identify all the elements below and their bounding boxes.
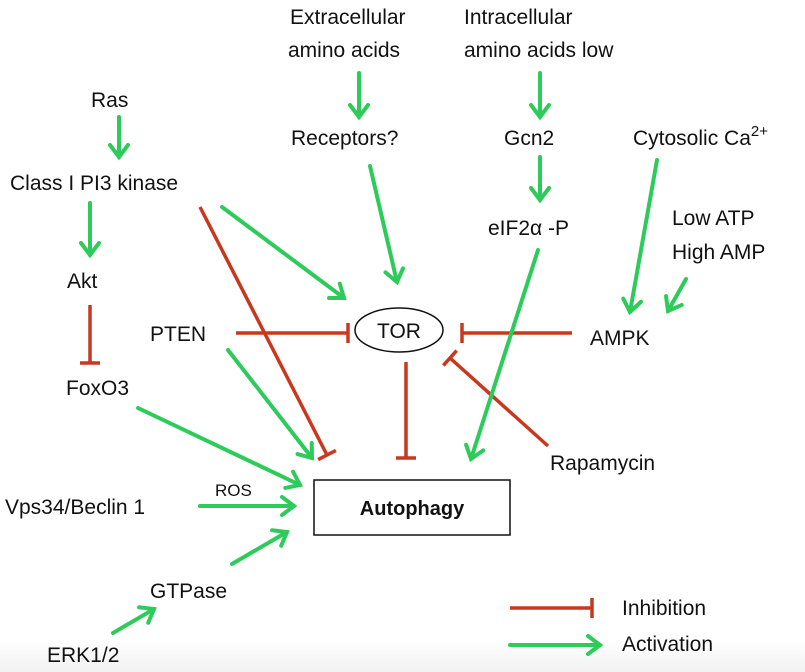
edge-pi3k-tor <box>220 205 347 301</box>
edge-vps34-autophagy-arrowhead <box>280 495 298 517</box>
edges-layer <box>79 71 688 656</box>
edge-rapamycin-tor <box>442 349 550 448</box>
node-cytosolic-ca-text: Cytosolic Ca <box>633 127 751 150</box>
edge-ca-ampk <box>621 158 659 316</box>
node-autophagy: Autophagy <box>360 498 465 520</box>
node-intracellular-line1: Intracellular <box>464 6 573 29</box>
edge-erk-gtpase-line <box>111 607 156 635</box>
node-intracellular-line2: amino acids low <box>464 39 614 62</box>
edge-receptors-tor-line <box>368 164 399 284</box>
edge-pi3k-akt <box>79 201 101 259</box>
edge-intracellular-gcn2-arrowhead <box>529 103 551 121</box>
edge-gtpase-autophagy-line <box>230 530 289 566</box>
edge-gcn2-eif2a <box>529 155 551 204</box>
legend-activation-symbol-arrowhead <box>586 634 604 656</box>
legend-activation-symbol <box>508 634 604 656</box>
node-class1-pi3k: Class I PI3 kinase <box>10 172 178 195</box>
node-tor: TOR <box>377 320 421 343</box>
edge-pi3k-autophagy-line <box>198 206 329 456</box>
node-ampk: AMPK <box>590 327 650 350</box>
edge-atp-ampk <box>664 277 688 314</box>
edge-extracellular-receptors-arrowhead <box>348 103 370 121</box>
node-receptors: Receptors? <box>291 127 398 150</box>
node-foxo3: FoxO3 <box>66 377 129 400</box>
autophagy-box <box>313 479 511 536</box>
edge-pi3k-autophagy-bar <box>317 448 337 462</box>
edge-ras-pi3k-arrowhead <box>108 143 130 161</box>
node-gcn2: Gcn2 <box>504 127 554 150</box>
node-cytosolic-ca: Cytosolic Ca2+ <box>633 123 768 150</box>
edge-atp-ampk-line <box>666 277 688 313</box>
edge-erk-gtpase-arrowhead <box>137 605 157 625</box>
node-erk: ERK1/2 <box>47 644 119 667</box>
edge-ca-ampk-line <box>628 158 659 314</box>
edge-ras-pi3k <box>108 115 130 161</box>
edge-receptors-tor <box>368 164 406 286</box>
edge-foxo3-autophagy-arrowhead <box>283 469 304 490</box>
edge-tor-autophagy <box>396 362 416 460</box>
edge-pi3k-autophagy <box>198 206 337 462</box>
edge-pten-autophagy <box>226 348 315 461</box>
edge-ampk-tor <box>460 323 572 343</box>
edge-intracellular-gcn2 <box>529 71 551 121</box>
edge-gtpase-autophagy <box>230 528 290 566</box>
edge-foxo3-autophagy <box>136 406 304 490</box>
node-extracellular-line1: Extracellular <box>290 6 406 29</box>
edge-label-ros: ROS <box>215 481 252 500</box>
node-pten: PTEN <box>150 323 206 346</box>
edge-gtpase-autophagy-arrowhead <box>270 528 290 548</box>
edge-akt-foxo3 <box>80 305 100 365</box>
legend-inhibition-label: Inhibition <box>622 597 706 620</box>
edge-receptors-tor-arrowhead <box>383 266 406 286</box>
edge-pi3k-akt-arrowhead <box>79 241 101 259</box>
edge-atp-ampk-arrowhead <box>664 294 684 314</box>
edge-erk-gtpase <box>111 605 157 635</box>
node-gtpase: GTPase <box>150 580 227 603</box>
edge-extracellular-receptors <box>348 71 370 121</box>
edge-eif2a-autophagy-line <box>469 248 540 461</box>
edge-foxo3-autophagy-line <box>136 406 302 487</box>
node-ras: Ras <box>91 89 128 112</box>
node-high-amp: High AMP <box>672 241 765 264</box>
edge-pten-tor <box>236 323 350 343</box>
edge-eif2a-autophagy-arrowhead <box>464 442 486 463</box>
node-akt: Akt <box>67 270 98 293</box>
node-cytosolic-ca-superscript: 2+ <box>751 123 768 140</box>
tor-ellipse <box>354 307 444 353</box>
edge-pten-autophagy-line <box>226 348 314 460</box>
edge-rapamycin-tor-bar <box>442 349 458 367</box>
node-rapamycin: Rapamycin <box>550 452 655 475</box>
node-eif2a: eIF2α -P <box>488 217 569 240</box>
edge-rapamycin-tor-line <box>448 356 550 448</box>
legend-inhibition-symbol <box>510 598 594 618</box>
edge-pi3k-tor-line <box>220 205 346 300</box>
node-extracellular-line2: amino acids <box>288 39 400 62</box>
edge-vps34-autophagy <box>198 495 298 517</box>
edge-pi3k-tor-arrowhead <box>327 281 347 301</box>
legend-activation-label: Activation <box>622 633 713 656</box>
edge-eif2a-autophagy <box>464 248 540 463</box>
node-vps34-beclin1: Vps34/Beclin 1 <box>5 496 145 519</box>
edge-ca-ampk-arrowhead <box>621 296 643 316</box>
node-low-atp: Low ATP <box>672 207 754 230</box>
edge-pten-autophagy-arrowhead <box>295 441 315 461</box>
edge-gcn2-eif2a-arrowhead <box>529 186 551 204</box>
